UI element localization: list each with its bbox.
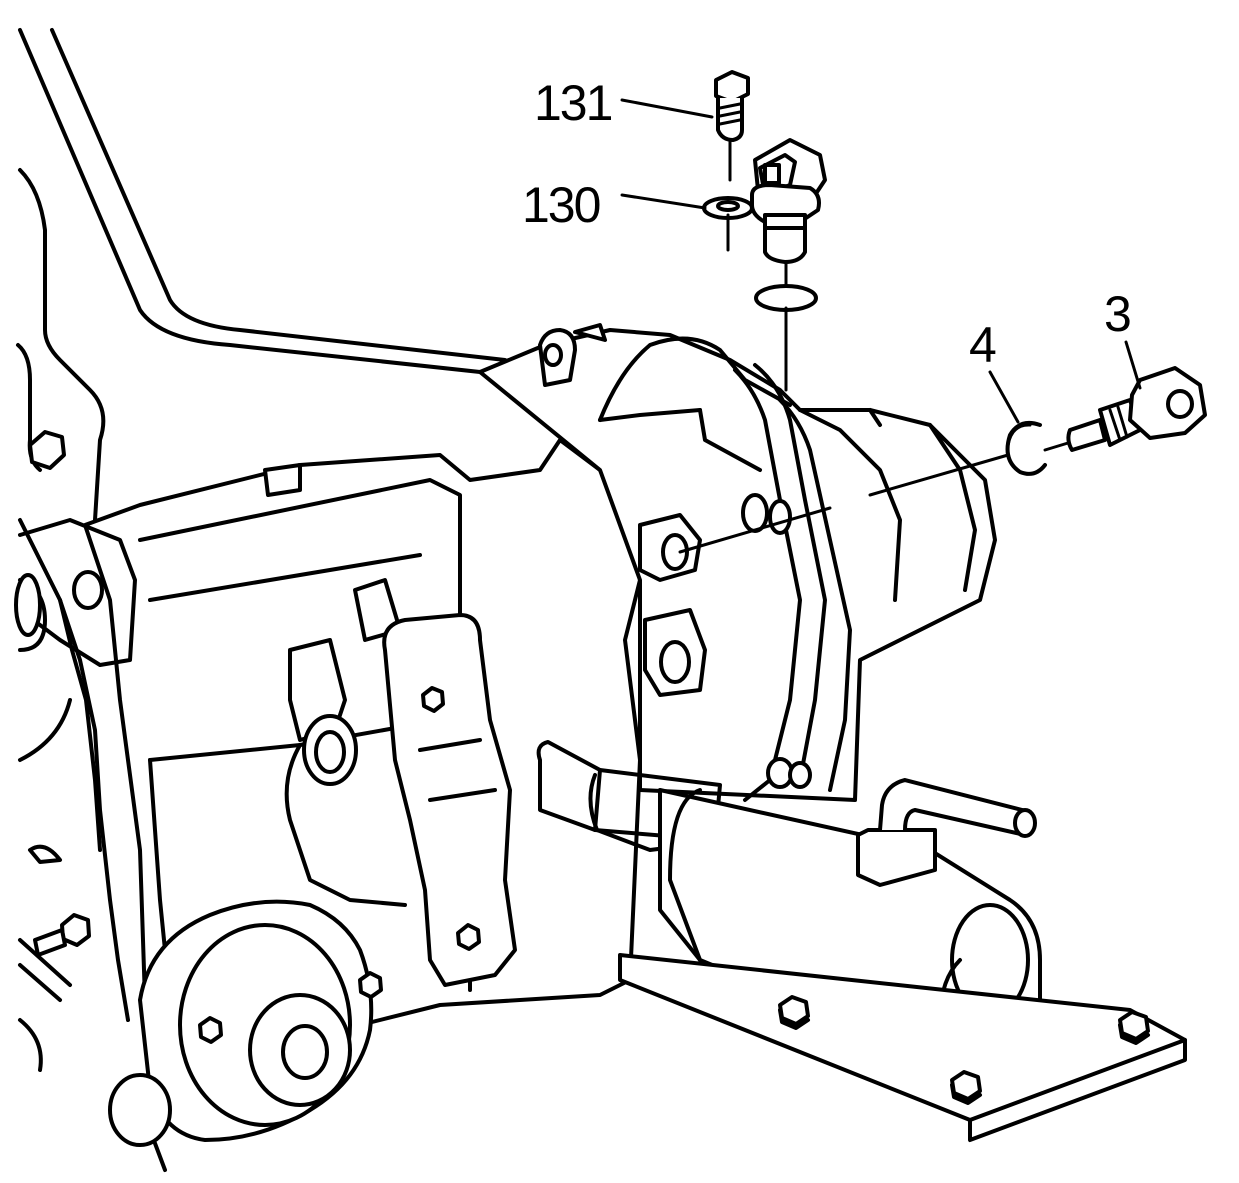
oil-pan: [618, 953, 1187, 1142]
front-cover: [108, 899, 383, 1172]
washer-130: [702, 196, 754, 252]
vent-tube: [856, 778, 1037, 887]
callout-131: 131: [534, 75, 613, 131]
front-flange: [14, 518, 137, 667]
bolt-131: [714, 70, 750, 182]
callout-4: 4: [969, 317, 997, 373]
mount-bracket: [382, 613, 517, 987]
case-bolts: [28, 430, 91, 957]
callout-130: 130: [522, 177, 601, 233]
fitting-axis-line: [678, 441, 1070, 554]
callout-3: 3: [1104, 286, 1132, 342]
speed-sensor: [750, 138, 827, 264]
sensor-o-ring: [754, 260, 818, 392]
leader-lines: [620, 98, 1142, 424]
fitting-3: [1066, 366, 1207, 452]
o-ring-4: [1005, 421, 1047, 476]
